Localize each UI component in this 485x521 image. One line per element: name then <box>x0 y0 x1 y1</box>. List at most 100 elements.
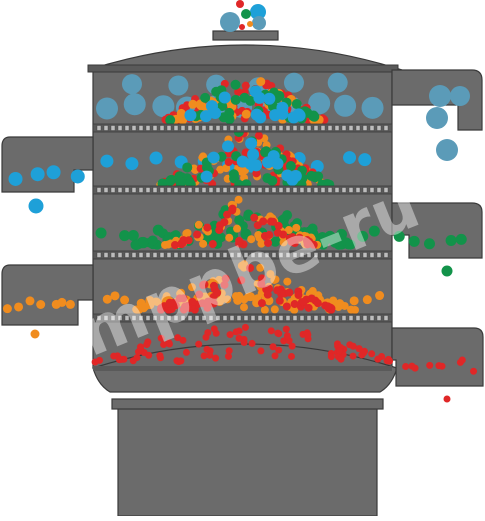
particle-orange <box>256 77 266 87</box>
particle-green <box>267 175 278 186</box>
sieve-mesh-hole <box>166 315 172 321</box>
particle-blue <box>253 91 266 104</box>
particle-blue-large <box>327 72 348 93</box>
particle-orange <box>270 275 279 284</box>
particle-red <box>274 329 282 337</box>
sieve-mesh-hole <box>264 315 270 321</box>
sieve-mesh-hole <box>292 187 298 193</box>
particle-green <box>127 230 139 242</box>
sieve-mesh-hole <box>145 187 151 193</box>
sieve-mesh-hole <box>285 187 291 193</box>
sieve-mesh-hole <box>180 187 186 193</box>
particle-orange <box>183 229 192 238</box>
sieve-mesh-hole <box>117 315 123 321</box>
particle-red <box>385 356 393 364</box>
sieve-mesh-hole <box>173 187 179 193</box>
particle-green <box>321 234 332 245</box>
particle-blue <box>200 170 213 183</box>
sieve-mesh-hole <box>250 252 256 258</box>
particle-orange <box>65 299 75 309</box>
sieve-mesh-hole <box>348 125 354 131</box>
particle-red <box>177 357 185 365</box>
sieve-deck <box>92 123 393 133</box>
sieve-mesh-hole <box>327 125 333 131</box>
particle-orange <box>199 239 208 248</box>
particle-red <box>252 169 261 178</box>
particle-red <box>179 236 188 245</box>
outlet-orange <box>1 264 94 326</box>
particle-red <box>235 236 244 245</box>
particle-blue <box>8 171 23 186</box>
particle-orange <box>283 277 292 286</box>
sieve-mesh-hole <box>131 125 137 131</box>
sieve-mesh-hole <box>355 125 361 131</box>
sieve-mesh-hole <box>243 315 249 321</box>
sieve-mesh-hole <box>243 125 249 131</box>
sieve-mesh-hole <box>236 125 242 131</box>
sieve-mesh-hole <box>264 252 270 258</box>
sieve-mesh-hole <box>222 315 228 321</box>
particle-green <box>224 114 235 125</box>
particle-red <box>282 302 291 311</box>
sieve-mesh-hole <box>320 252 326 258</box>
particle-red <box>426 361 434 369</box>
sieve-mesh-hole <box>383 252 389 258</box>
particle-orange <box>362 295 372 305</box>
particle-red <box>275 296 284 305</box>
particle-red <box>299 298 308 307</box>
particle-red <box>283 332 291 340</box>
outlet-fine-blue <box>1 136 94 193</box>
sieve-mesh-hole <box>299 187 305 193</box>
particle-red <box>295 233 304 242</box>
particle-red <box>275 346 283 354</box>
sieve-mesh-hole <box>369 315 375 321</box>
particle-red <box>274 221 283 230</box>
particle-green <box>357 230 369 242</box>
particle-red <box>257 299 266 308</box>
particle-green <box>245 95 256 106</box>
particle-blue-large <box>361 96 384 119</box>
sieve-mesh-hole <box>229 315 235 321</box>
particle-orange <box>237 261 246 270</box>
sieve-mesh-hole <box>264 187 270 193</box>
sieve-mesh-hole <box>278 125 284 131</box>
particle-green <box>260 147 271 158</box>
sieve-mesh-hole <box>117 187 123 193</box>
sieve-mesh-hole <box>110 125 116 131</box>
sieve-mesh-hole <box>334 315 340 321</box>
sieve-mesh-hole <box>131 315 137 321</box>
sieve-mesh-hole <box>362 315 368 321</box>
particle-red <box>237 276 246 285</box>
particle-red <box>349 342 357 350</box>
particle-green <box>307 223 318 234</box>
particle-orange <box>266 270 275 279</box>
particle-orange <box>256 263 265 272</box>
sieve-mesh-hole <box>222 252 228 258</box>
sieve-mesh-hole <box>250 315 256 321</box>
particle-red <box>323 302 332 311</box>
sieve-mesh-hole <box>180 315 186 321</box>
particle-green <box>393 230 405 242</box>
sieve-mesh-hole <box>103 187 109 193</box>
particle-red <box>212 354 220 362</box>
particle-red <box>336 347 344 355</box>
sieve-mesh-hole <box>159 187 165 193</box>
particle-red <box>254 131 263 140</box>
sieve-mesh-hole <box>327 252 333 258</box>
particle-red <box>202 333 210 341</box>
sieve-mesh-hole <box>278 315 284 321</box>
sieve-mesh-hole <box>187 315 193 321</box>
sieve-mesh-hole <box>138 187 144 193</box>
sieve-mesh-hole <box>215 252 221 258</box>
particle-red <box>165 340 173 348</box>
particle-blue <box>250 108 263 121</box>
particle-red <box>157 334 165 342</box>
particle-red <box>241 81 250 90</box>
particle-blue-large <box>168 75 189 96</box>
particle-orange <box>102 294 112 304</box>
particle-orange <box>222 164 231 173</box>
particle-red <box>273 228 282 237</box>
particle-green <box>368 225 380 237</box>
particle-red <box>349 352 357 360</box>
particle-orange <box>215 275 224 284</box>
